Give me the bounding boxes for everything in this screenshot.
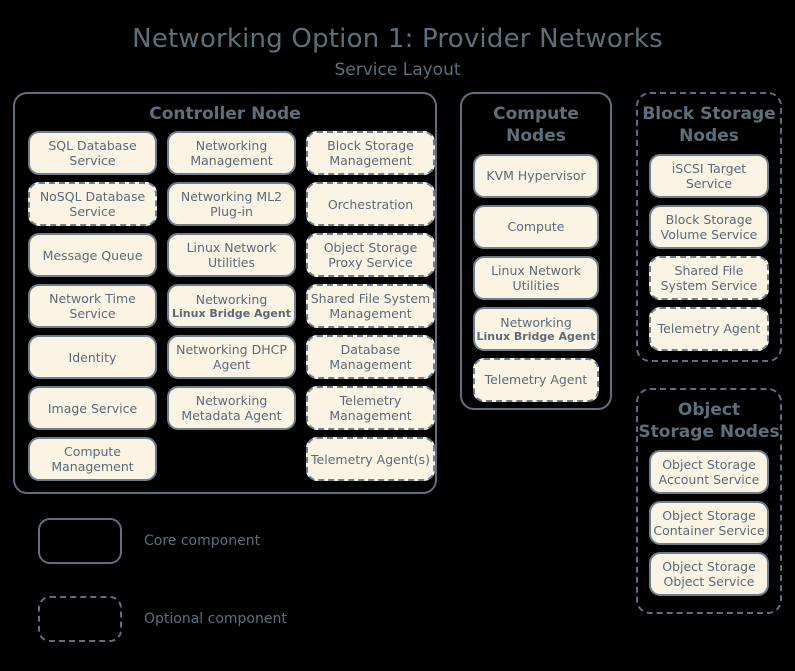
service-card-networking-dhcp-agent: Networking DHCP Agent [167,335,296,380]
object-storage-node-title: Object Storage Nodes [638,400,780,443]
service-card-identity: Identity [28,335,157,380]
diagram-header: Networking Option 1: Provider Networks S… [0,0,795,80]
block-storage-node-title: Block Storage Nodes [642,104,776,147]
service-card-telemetry-agent: Telemetry Agent [473,357,599,402]
service-card-shared-file-system-management: Shared File System Management [306,284,435,329]
service-card-label: Shared File System Management [310,291,431,322]
service-card-block-storage-management: Block Storage Management [306,131,435,176]
service-card-label: Block Storage Management [327,138,414,169]
service-card-sublabel: Linux Bridge Agent [172,307,291,321]
object-storage-node-group: Object Storage Nodes Object Storage Acco… [636,388,782,614]
service-card-label: Networking [195,292,268,308]
legend-swatch-optional [38,596,122,642]
service-card-label: KVM Hypervisor [486,168,586,184]
service-card-label: Block Storage Volume Service [660,211,758,242]
service-card-object-storage-account-service: Object Storage Account Service [649,449,769,494]
service-card-sql-database-service: SQL Database Service [28,131,157,176]
service-card-label: Database Management [329,342,412,373]
service-card-label: Object Storage Object Service [662,558,756,589]
service-card-linux-network-utilities: Linux Network Utilities [167,233,296,278]
service-card-object-storage-object-service: Object Storage Object Service [649,551,769,596]
service-card-label: Networking Metadata Agent [181,393,282,424]
service-card-telemetry-management: Telemetry Management [306,386,435,431]
service-card-image-service: Image Service [28,386,157,431]
service-card-label: Image Service [47,400,138,416]
service-card-label: Linux Network Utilities [186,240,277,271]
service-card-label: Message Queue [42,247,143,263]
service-card-label: Object Storage Account Service [658,456,760,487]
service-card-label: NoSQL Database Service [39,189,146,220]
service-card-label: Compute Management [51,444,134,475]
service-card-label: Networking DHCP Agent [176,342,287,373]
block-storage-node-group: Block Storage Nodes iSCSI Target Service… [636,92,782,362]
service-card-label: Identity [68,349,117,365]
legend-item-core-component: Core component [38,515,368,567]
legend-label: Optional component [144,611,287,627]
service-card-message-queue: Message Queue [28,233,157,278]
service-card-object-storage-container-service: Object Storage Container Service [649,500,769,545]
service-card-label: Telemetry Management [329,393,412,424]
service-card-telemetry-agent: Telemetry Agent [649,306,769,351]
controller-node-title: Controller Node [149,104,301,124]
service-card-label: Networking Management [190,138,273,169]
legend-swatch-core [38,518,122,564]
service-card-sublabel: Linux Bridge Agent [476,329,596,343]
compute-node-title: Compute Nodes [493,104,579,147]
service-card-telemetry-agent-s: Telemetry Agent(s) [306,437,435,482]
service-card-database-management: Database Management [306,335,435,380]
service-card-nosql-database-service: NoSQL Database Service [28,182,157,227]
service-card-label: Compute [507,219,565,235]
page-subtitle: Service Layout [334,60,461,80]
service-card-networking-metadata-agent: Networking Metadata Agent [167,386,296,431]
service-card-iscsi-target-service: iSCSI Target Service [649,153,769,198]
service-card-shared-file-system-service: Shared File System Service [649,255,769,300]
service-card-label: Shared File System Service [660,262,758,293]
service-card-networking-ml2-plug-in: Networking ML2 Plug-in [167,182,296,227]
controller-node-card-grid: SQL Database Service Networking Managemen… [15,131,435,482]
service-card-linux-network-utilities: Linux Network Utilities [473,255,599,300]
page-title: Networking Option 1: Provider Networks [132,24,663,54]
service-card-label: Networking ML2 Plug-in [180,189,283,220]
service-card-object-storage-proxy-service: Object Storage Proxy Service [306,233,435,278]
service-card-kvm-hypervisor: KVM Hypervisor [473,153,599,198]
service-card-compute: Compute [473,204,599,249]
service-card-label: Orchestration [327,196,414,212]
legend-label: Core component [144,533,261,549]
service-card-network-time-service: Network Time Service [28,284,157,329]
service-card-orchestration: Orchestration [306,182,435,227]
service-card-label: SQL Database Service [48,138,137,169]
service-card-block-storage-volume-service: Block Storage Volume Service [649,204,769,249]
diagram-canvas: { "header": { "title": "Networking Optio… [0,0,795,642]
service-card-label: iSCSI Target Service [671,160,747,191]
service-card-label: Telemetry Agent [657,321,761,337]
service-card-label: Object Storage Proxy Service [323,240,418,271]
legend-item-optional-component: Optional component [38,593,368,645]
service-card-label: Telemetry Agent(s) [311,451,430,467]
service-card-networking-management: Networking Management [167,131,296,176]
service-card-compute-management: Compute Management [28,437,157,482]
service-card-label: Linux Network Utilities [491,262,581,293]
service-card-label: Network Time Service [49,291,136,322]
service-card-label: Networking [500,314,572,330]
service-card-label: Object Storage Container Service [653,507,765,538]
service-card-label: Telemetry Agent [484,372,588,388]
